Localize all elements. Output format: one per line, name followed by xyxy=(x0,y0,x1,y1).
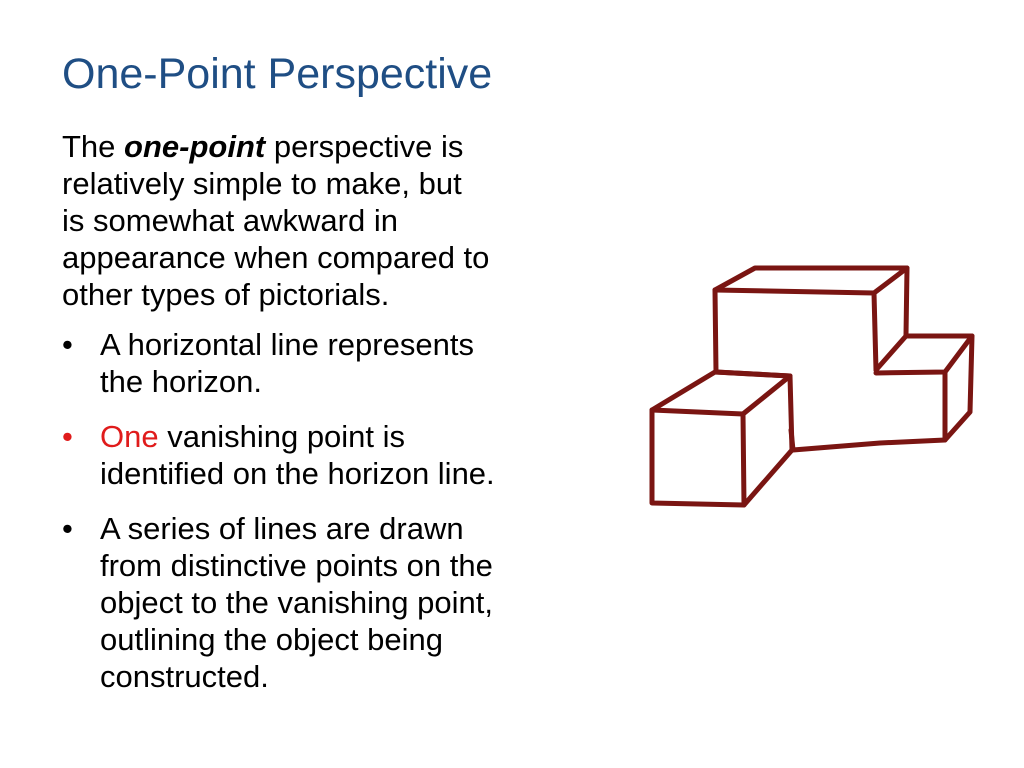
intro-line-4: appearance when compared to xyxy=(62,240,490,275)
bullet-1-line-1: A horizontal line represents xyxy=(100,327,474,362)
sketch-center-left-edge xyxy=(712,287,719,375)
bullet-marker: • xyxy=(62,511,73,546)
intro-paragraph: The one-point perspective is relatively … xyxy=(62,128,632,313)
bullet-item-vanishing-point: • One vanishing point is identified on t… xyxy=(62,418,632,492)
sketch-center-right-edge xyxy=(903,265,910,338)
bullet-3-line-1: A series of lines are drawn xyxy=(100,511,464,546)
sketch-center-lower-edge xyxy=(713,369,793,379)
bullet-1-line-2: the horizon. xyxy=(100,364,262,399)
sketch-left-cube-top xyxy=(649,369,793,417)
bullet-marker: • xyxy=(62,419,73,454)
sketch-center-front-face xyxy=(712,287,879,373)
intro-line-5: other types of pictorials. xyxy=(62,277,390,312)
intro-line-3: is somewhat awkward in xyxy=(62,203,398,238)
intro-prefix: The xyxy=(62,129,125,164)
bullet-item-lines-drawn: • A series of lines are drawn from disti… xyxy=(62,510,632,695)
bullet-2-highlight: One xyxy=(100,419,159,454)
intro-line-1-rest: perspective is xyxy=(265,129,464,164)
bullet-item-horizon: • A horizontal line represents the horiz… xyxy=(62,326,632,400)
slide-title: One-Point Perspective xyxy=(62,50,493,98)
intro-line-2: relatively simple to make, but xyxy=(62,166,462,201)
sketch-right-step-side xyxy=(942,333,975,443)
bullet-3-line-3: object to the vanishing point, xyxy=(100,585,493,620)
sketch-bottom-back-edge xyxy=(788,427,948,453)
bullet-2-line-2: identified on the horizon line. xyxy=(100,456,495,491)
bullet-2-line-1-rest: vanishing point is xyxy=(158,419,406,454)
sketch-left-cube-side xyxy=(741,373,795,508)
bullet-3-line-2: from distinctive points on the xyxy=(100,548,493,583)
sketch-right-step-top xyxy=(873,333,975,376)
sketch-center-top-face xyxy=(712,265,910,296)
bullet-list: • A horizontal line represents the horiz… xyxy=(62,326,632,695)
bullet-3-line-5: constructed. xyxy=(100,659,269,694)
stepped-block-sketch xyxy=(649,265,975,508)
sketch-left-cube-front xyxy=(649,407,747,508)
slide-body: The one-point perspective is relatively … xyxy=(62,128,632,713)
intro-emphasis: one-point xyxy=(124,129,266,164)
bullet-3-line-4: outlining the object being xyxy=(100,622,443,657)
bullet-marker: • xyxy=(62,327,73,362)
